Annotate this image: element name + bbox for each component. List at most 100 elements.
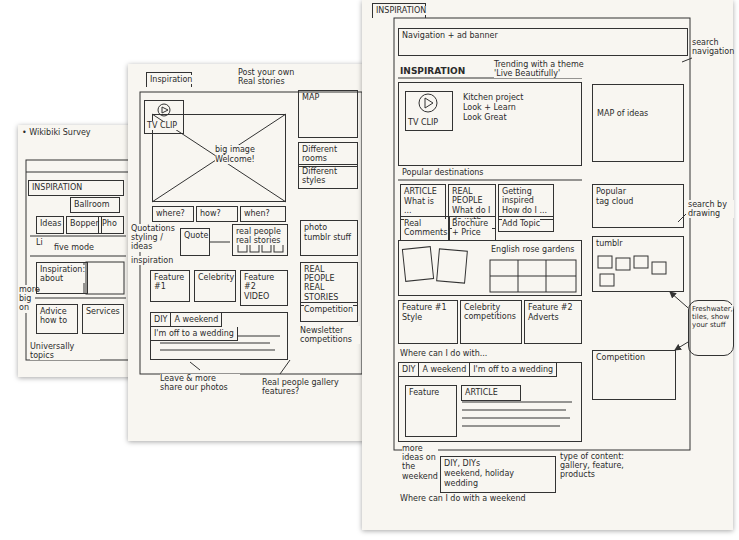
sketch-text: Celebrity competitions [464,303,518,321]
handwritten-note: Post your own Real stories [238,68,308,86]
sketch-box: Bopper [66,216,102,234]
sketch-text: where? [156,209,185,218]
sketch-stroke [398,180,582,181]
sketch-text: Feature [409,388,439,397]
sketch-stroke [190,362,200,370]
sketch-box: Feature #1 [150,270,190,302]
sketch-text: Inspiration [150,75,192,84]
handwritten-note: inspiration [131,256,173,265]
sketch-box: REAL PEOPLE REAL STORIES [300,262,358,306]
sketch-text: TV CLIP [408,118,438,127]
sketch-box: Ballroom [70,197,120,213]
sketch-box: Feature #2Adverts [524,300,582,344]
sketch-box: ARTICLEWhat is ... [400,184,446,220]
sketch-stroke [419,94,437,112]
sketch-text: Inspiration: about [40,265,85,283]
handwritten-note: Newsletter competitions [300,326,360,344]
sketch-stroke [462,402,572,403]
sketch-box: Inspiration [146,72,192,87]
sketch-text: tag cloud [596,197,633,206]
sketch-stroke [30,298,126,299]
sketch-box: Competition [592,350,676,400]
sketch-stroke [462,426,560,427]
sketch-box: Getting inspiredHow do I ... [498,184,554,220]
sketch-stroke [160,350,275,351]
sketch-stroke [634,256,648,268]
sketch-text: Adverts [528,313,559,322]
sketch-stroke [210,242,230,243]
sketch-text: ARTICLE [404,187,437,196]
sketch-text: REAL PEOPLE [452,187,492,205]
sketch-text: tumblr stuff [304,233,351,242]
handwritten-note: Universally topics [30,342,100,360]
sketch-box: Ideas [36,216,64,234]
sketch-stroke [30,256,126,257]
sketch-box: Advice how to [36,304,78,334]
arrow-connector [675,342,688,350]
handwritten-note: Where can I do with... [400,349,487,358]
sketch-text: Add Topic [502,219,540,228]
handwritten-note: • Wikibiki Survey [22,128,91,137]
sketch-box: Different styles [298,164,358,189]
sketch-stroke [652,262,666,274]
sketch-text: Welcome! [215,155,255,164]
sketch-box: Competition [300,302,358,322]
sketch-box: real people real stories [232,224,288,256]
sketch-stroke [280,360,290,374]
sketch-stroke [160,343,270,344]
sketch-text: Look + Learn [463,103,516,112]
sketch-stroke [490,276,576,277]
sketch-text: DIY [151,313,171,327]
handwritten-note: search navigation [692,38,732,56]
sketch-box: Populartag cloud [592,184,684,228]
sketch-box: Celebrity competitions [460,300,522,344]
sketch-stroke [462,410,566,411]
sketch-box: Feature #2VIDEO [240,270,288,306]
sketch-text: Brochure + Price [452,219,492,237]
sketch-text: REAL PEOPLE REAL STORIES [304,265,354,302]
sketch-stroke [462,418,570,419]
sketch-text: DIY, DIYs [444,459,480,468]
sketch-text: Different rooms [302,145,354,163]
sketch-stroke [437,249,468,283]
sketch-box: MAP of ideas [592,84,684,162]
sketch-stroke [425,98,433,108]
sketch-text: Celebrity [198,273,234,282]
sketch-stroke [162,107,168,113]
sketch-text: Quote [184,231,208,240]
sketch-box: INSPIRATION [372,3,426,18]
sketch-box: Pho [98,216,124,234]
sketch-box: phototumblr stuff [300,220,358,256]
sketch-text: DIY [399,363,419,377]
sketch-text: tumblr [596,239,623,248]
sketch-text: How do I ... [502,206,547,215]
sketch-box: tumblr [592,236,684,292]
sketch-box: how? [196,206,238,222]
sketch-box: Freshwater, tiles, show your stuff [688,300,734,356]
sketch-text: INSPIRATION [376,6,426,15]
handwritten-note: Where can I do with a weekend [400,494,526,503]
sketch-text: What is ... [404,197,442,215]
sketch-text: when? [244,209,270,218]
sketch-box: INSPIRATION [28,180,124,196]
sketch-stroke [616,258,630,270]
sketch-stroke [490,260,576,292]
sketch-text: Feature #2 [244,273,284,291]
sketch-stroke [598,256,612,268]
sketch-text: Feature #1 [154,273,186,291]
sketch-text: Real Comments [404,219,447,237]
sketch-text: TV CLIP [147,121,177,130]
sketch-text: how? [200,209,221,218]
handwritten-note: more big on [19,285,35,313]
handwritten-note: INSPIRATION [400,66,465,76]
sketch-box: MAP [298,90,358,138]
sketch-text: Navigation + ad banner [402,31,498,40]
arrow-connector [670,292,688,308]
sketch-box: Real Comments [400,216,450,241]
sketch-box: TV CLIP [405,91,453,131]
sketch-box: where? [152,206,194,222]
sketch-text: big image [215,145,255,154]
sketch-text: English rose gardens [491,245,574,254]
sketch-text: Freshwater, tiles, show your stuff [692,305,733,329]
